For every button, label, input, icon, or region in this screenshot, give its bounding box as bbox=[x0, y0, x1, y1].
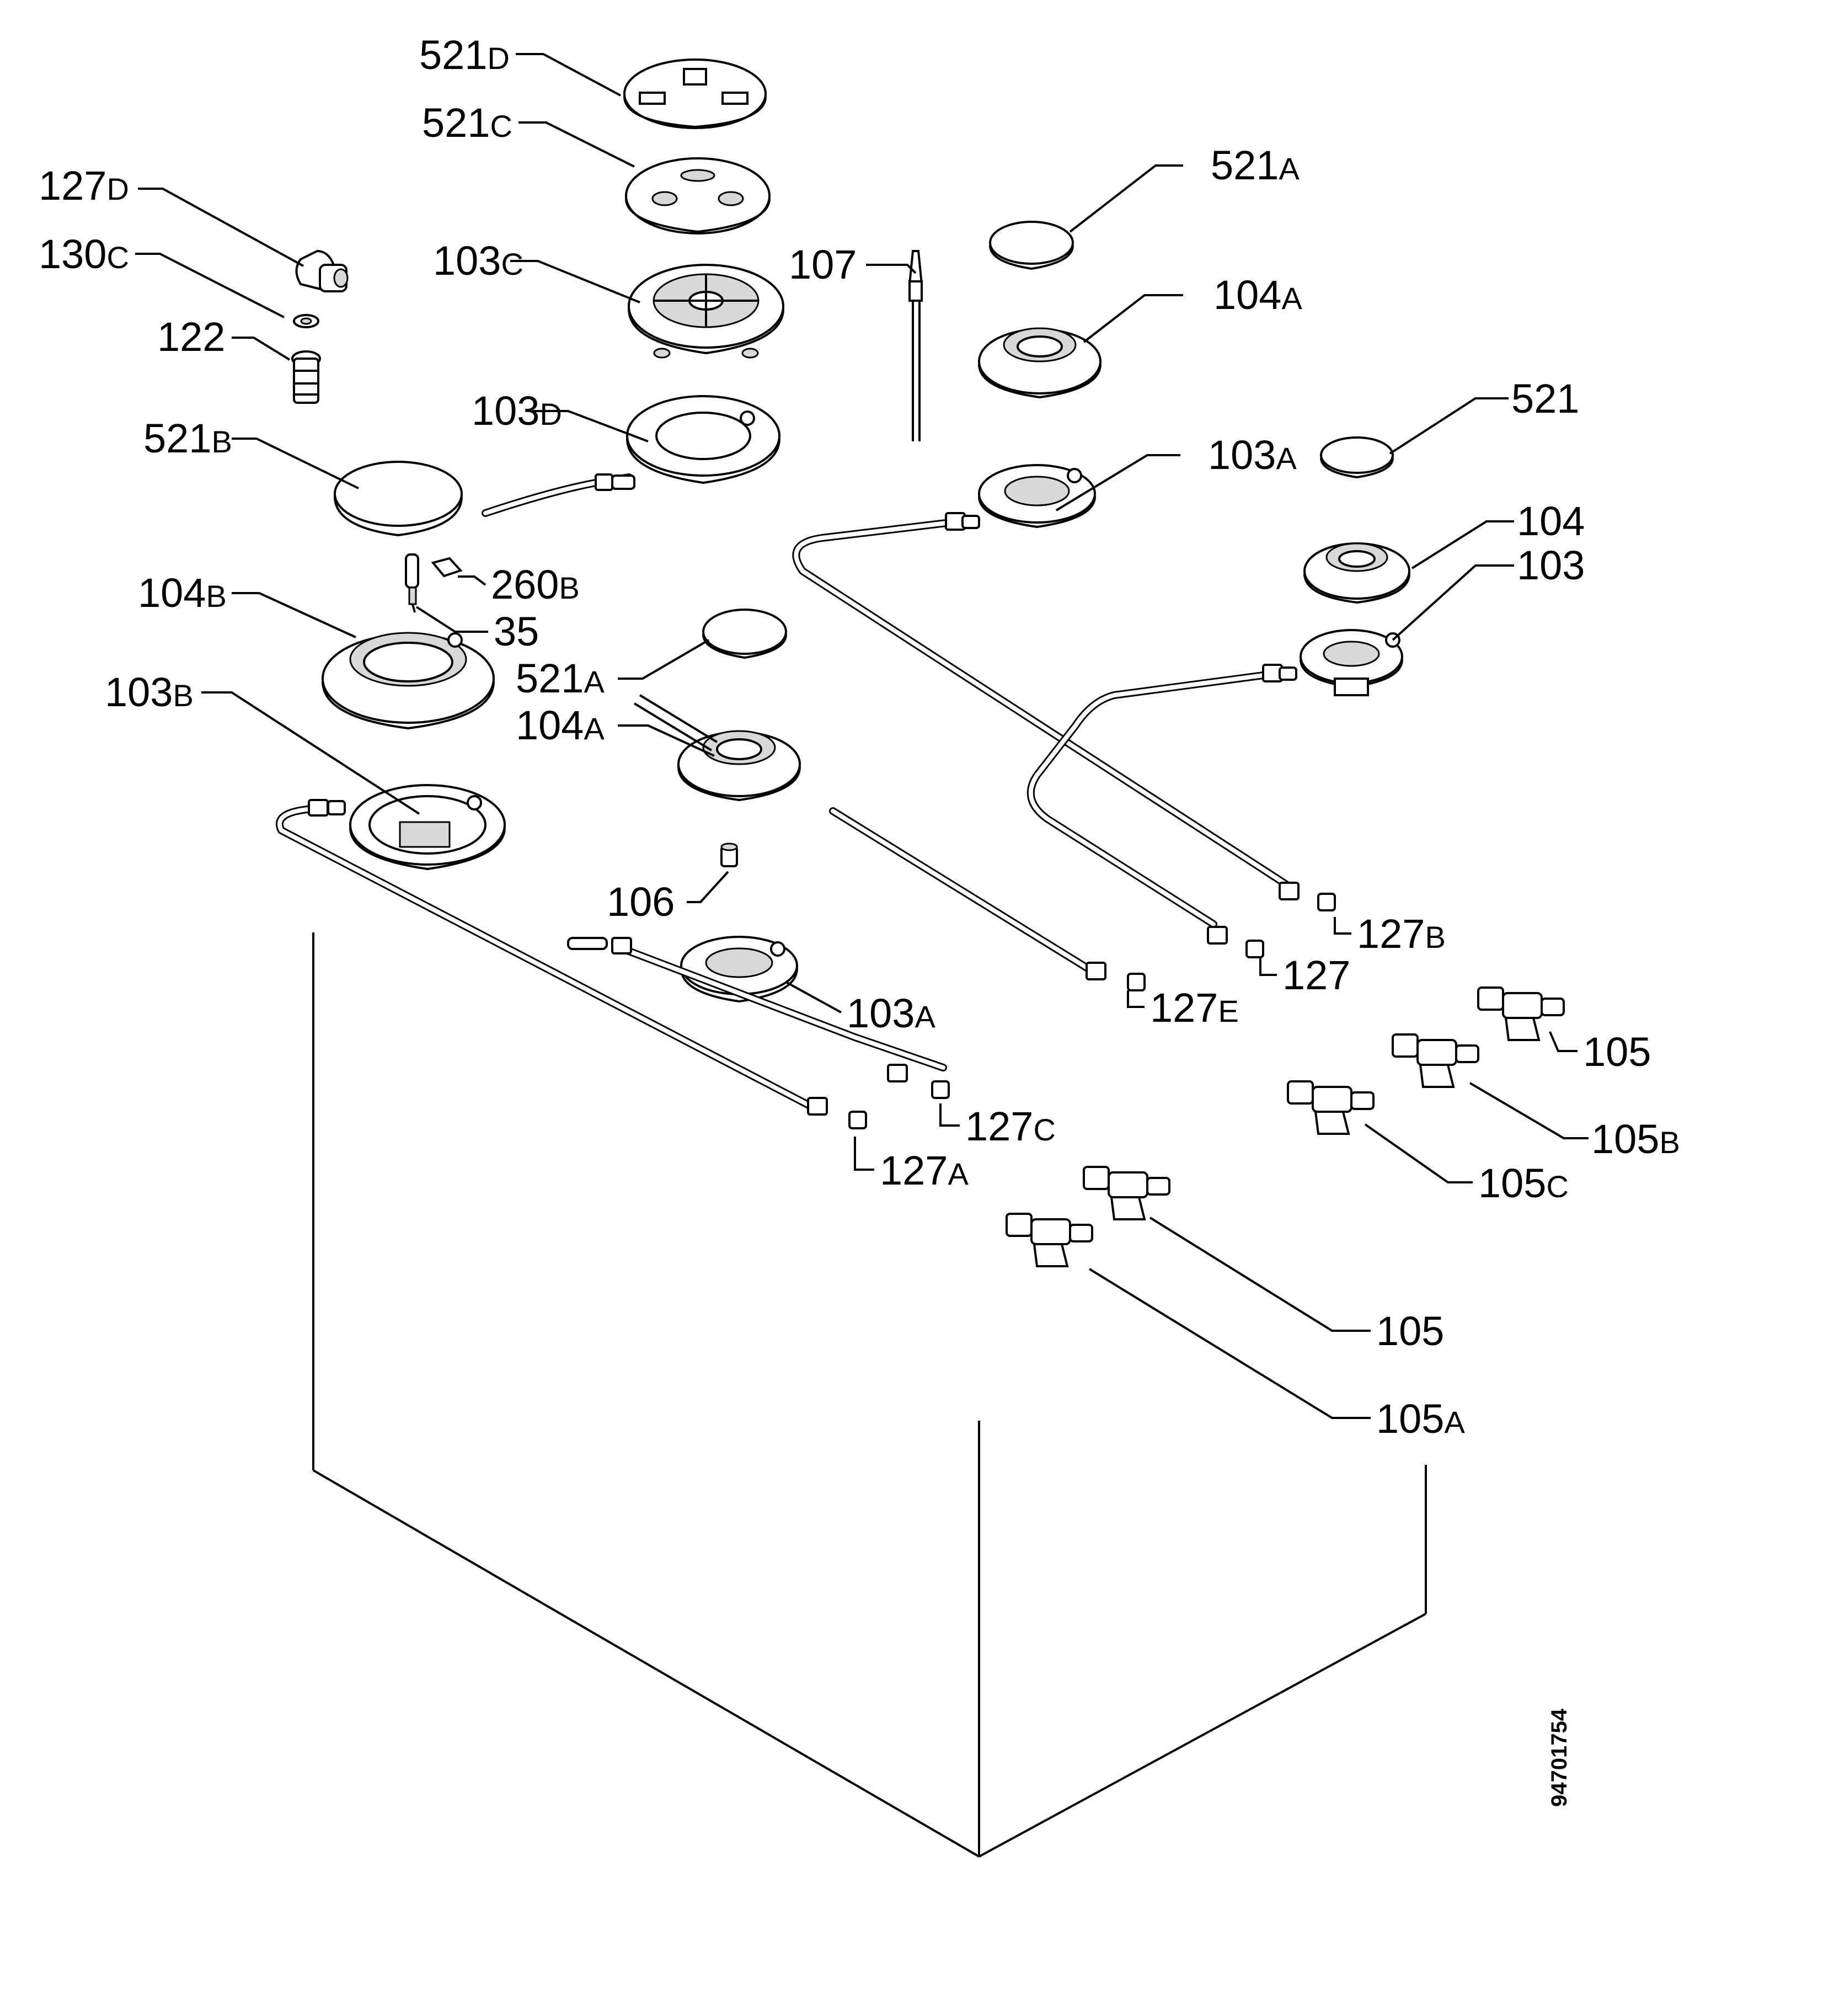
label-104a-mid: 104A bbox=[516, 702, 605, 748]
burner-ring-104-right bbox=[1303, 542, 1410, 604]
label-127e: 127E bbox=[1150, 985, 1239, 1031]
leader-lines bbox=[135, 53, 1589, 1419]
burner-crown-521d bbox=[623, 58, 767, 129]
ignition-electrode-107 bbox=[908, 250, 923, 441]
thermocouple-35 bbox=[405, 553, 419, 613]
label-105b: 105B bbox=[1591, 1116, 1680, 1162]
label-103a-low: 103A bbox=[847, 990, 935, 1036]
tube-end bbox=[611, 474, 635, 490]
label-127a: 127A bbox=[880, 1148, 969, 1193]
pipe-end-nuts bbox=[308, 512, 1336, 1129]
burner-ring-104a-middle bbox=[677, 730, 801, 802]
burner-body-103-right bbox=[1300, 629, 1403, 696]
burner-cap-521a-middle bbox=[702, 609, 787, 659]
washer-130c bbox=[293, 314, 319, 328]
burner-cap-521c bbox=[625, 157, 771, 234]
burner-ring-104b bbox=[322, 632, 495, 730]
hob-housing-outline bbox=[312, 932, 1427, 1858]
label-130c: 130C bbox=[39, 231, 129, 277]
burner-ring-104a-top bbox=[978, 327, 1102, 399]
label-35: 35 bbox=[494, 609, 539, 654]
burner-base-103d bbox=[626, 395, 780, 484]
label-521b: 521B bbox=[143, 415, 232, 461]
burner-body-103c bbox=[628, 264, 784, 359]
gas-tap-105-right bbox=[1477, 986, 1565, 1041]
label-127c: 127C bbox=[965, 1103, 1056, 1149]
label-521d: 521D bbox=[419, 32, 510, 78]
nozzle-fitting-122 bbox=[291, 350, 321, 404]
clip-260b bbox=[431, 557, 463, 578]
label-105a: 105A bbox=[1376, 1396, 1465, 1442]
label-105-right: 105 bbox=[1583, 1029, 1651, 1075]
burner-body-103b bbox=[349, 784, 506, 871]
callout-labels: 521D 521C 127D 130C 122 103C 107 521A 10… bbox=[39, 32, 1680, 1442]
label-127: 127 bbox=[1282, 952, 1350, 998]
gas-tap-105b bbox=[1392, 1033, 1479, 1088]
label-103a-mid: 103A bbox=[1208, 432, 1297, 478]
burner-body-103a-mid bbox=[978, 464, 1096, 529]
gas-tap-105a bbox=[1006, 1213, 1093, 1267]
label-127d: 127D bbox=[39, 163, 129, 209]
label-104a-top: 104A bbox=[1213, 272, 1302, 318]
label-521a-top: 521A bbox=[1211, 142, 1300, 188]
label-122: 122 bbox=[157, 314, 225, 360]
label-104b: 104B bbox=[138, 570, 227, 616]
label-105c: 105C bbox=[1478, 1160, 1569, 1206]
injector-106 bbox=[720, 842, 738, 867]
label-105-low: 105 bbox=[1376, 1308, 1444, 1354]
label-127b: 127B bbox=[1357, 911, 1446, 957]
document-number: 94701754 bbox=[1547, 1708, 1571, 1807]
gas-tap-105c bbox=[1287, 1080, 1375, 1135]
label-103b: 103B bbox=[105, 669, 194, 715]
label-260b: 260B bbox=[491, 562, 580, 607]
label-103c: 103C bbox=[433, 238, 523, 284]
label-521c: 521C bbox=[422, 100, 512, 146]
label-521: 521 bbox=[1511, 376, 1579, 422]
label-103d: 103D bbox=[472, 388, 562, 434]
label-521a-mid: 521A bbox=[516, 655, 605, 701]
label-103: 103 bbox=[1517, 542, 1585, 588]
label-107: 107 bbox=[789, 242, 857, 287]
label-104: 104 bbox=[1517, 498, 1585, 544]
burner-cap-521-right bbox=[1320, 436, 1394, 479]
burner-cap-521a-top bbox=[989, 221, 1074, 270]
gas-tap-105-low bbox=[1083, 1166, 1170, 1220]
tube-nut bbox=[595, 473, 613, 491]
burner-cap-521b bbox=[334, 461, 463, 537]
label-106: 106 bbox=[607, 879, 675, 925]
elbow-fitting-127d bbox=[295, 249, 349, 292]
